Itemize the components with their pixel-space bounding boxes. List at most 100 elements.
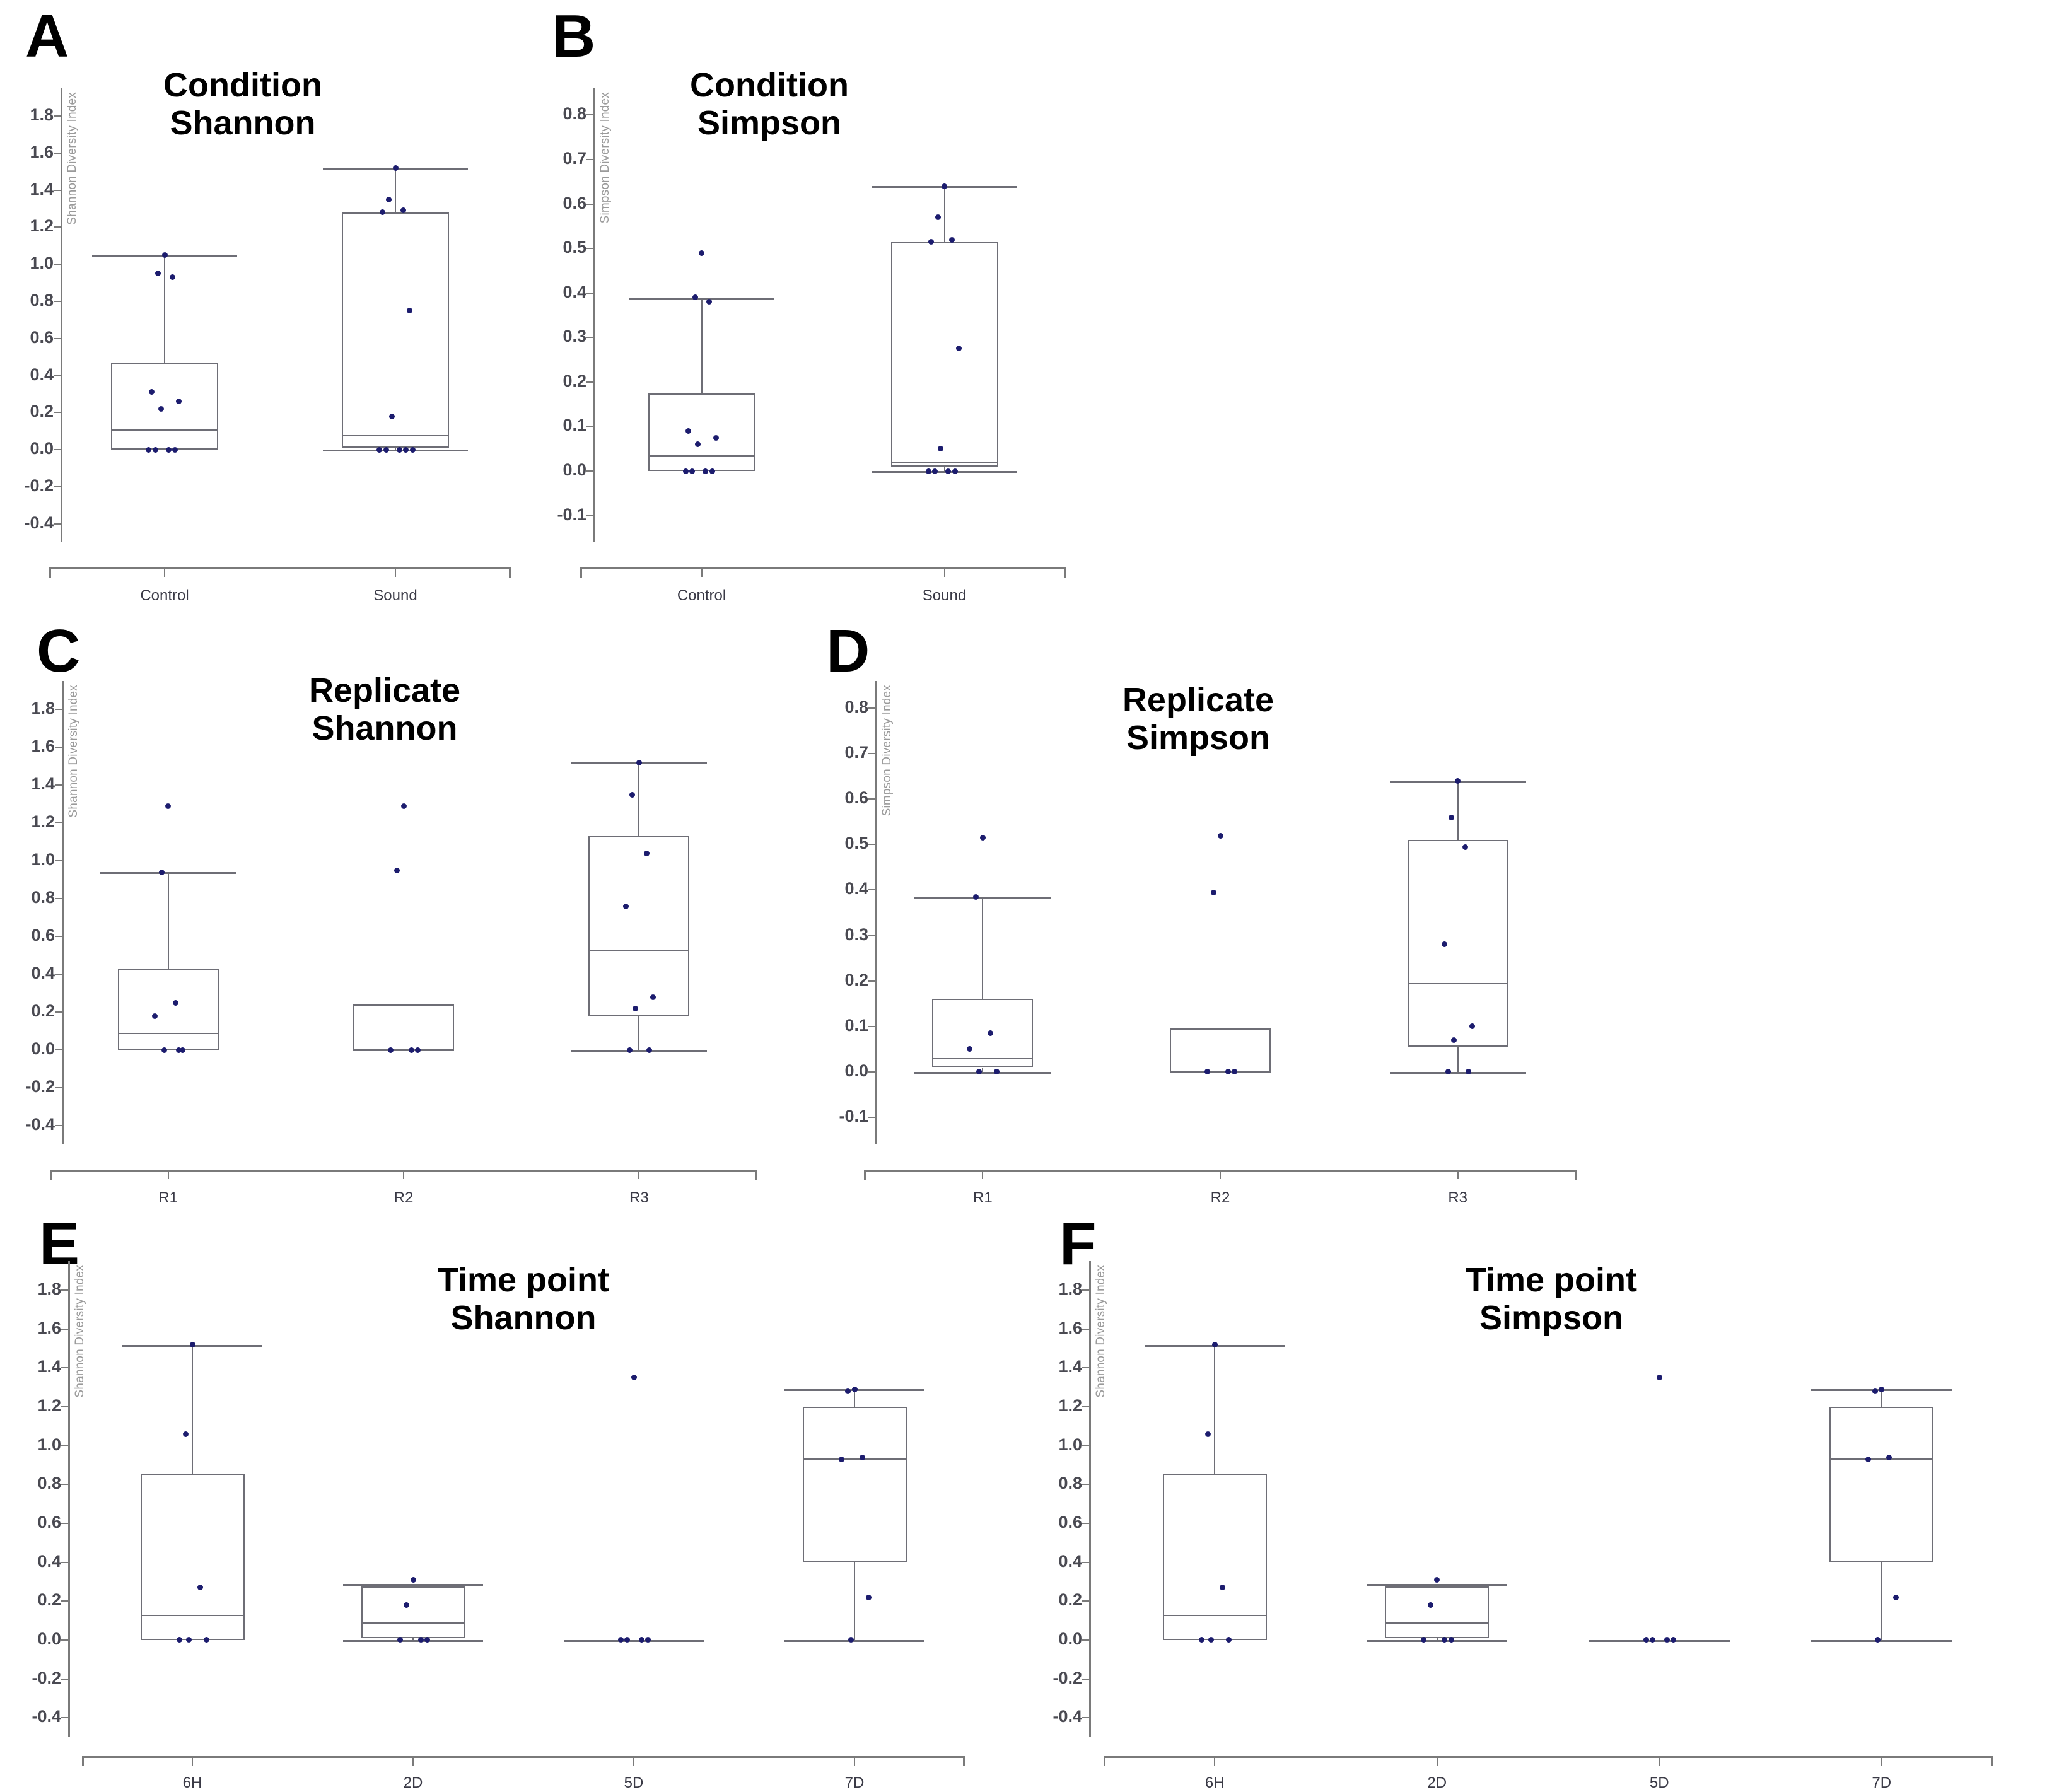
data-point <box>1465 1069 1471 1075</box>
data-point <box>966 1046 972 1052</box>
y-tick-label: 0.5 <box>563 238 586 257</box>
x-axis-category-label: Control <box>677 587 726 604</box>
box-rect <box>361 1586 465 1638</box>
data-point <box>179 1047 185 1053</box>
y-tick-label: 0.6 <box>844 788 868 808</box>
x-axis-category-label: 2D <box>1427 1774 1447 1791</box>
whisker-lower <box>854 1562 855 1640</box>
x-tick <box>943 567 945 577</box>
data-point <box>152 1013 158 1019</box>
box-rect <box>890 241 998 467</box>
y-tick-label: 1.0 <box>37 1434 61 1454</box>
box-rect <box>932 999 1034 1068</box>
x-axis-end-cap <box>509 567 511 578</box>
y-tick-label: 0.2 <box>1058 1590 1082 1610</box>
box-rect <box>1407 840 1508 1047</box>
y-tick-label: 0.1 <box>563 416 586 435</box>
chart-title-b: Condition Simpson <box>690 66 849 143</box>
y-tick-label: -0.4 <box>24 513 54 532</box>
y-tick <box>1082 1484 1090 1486</box>
data-point <box>1886 1454 1892 1460</box>
y-tick-label: 0.8 <box>37 1474 61 1493</box>
y-tick-label: 1.6 <box>30 142 54 161</box>
y-tick <box>61 1561 69 1563</box>
data-point <box>404 1602 409 1608</box>
x-axis-category-label: Sound <box>922 587 967 604</box>
data-point <box>1232 1069 1237 1075</box>
whisker-cap-lower <box>323 450 468 452</box>
x-axis-end-cap <box>963 1756 965 1766</box>
data-point <box>1205 1431 1211 1437</box>
x-axis-category-label: R2 <box>1210 1189 1230 1206</box>
data-point <box>866 1594 872 1600</box>
whisker-cap-lower <box>1389 1071 1526 1074</box>
whisker-upper <box>1214 1344 1216 1474</box>
y-tick-label: 0.6 <box>563 193 586 212</box>
whisker-cap-lower <box>571 1050 708 1052</box>
box-flat-line <box>563 1639 704 1642</box>
panel-letter-c: C <box>37 617 81 685</box>
median-line <box>342 434 449 436</box>
data-point <box>1455 778 1461 784</box>
y-tick <box>61 1678 69 1680</box>
y-tick <box>586 426 595 428</box>
y-tick-label: 0.0 <box>844 1061 868 1080</box>
x-axis-end-cap <box>1575 1170 1577 1180</box>
x-axis-line <box>1104 1756 1993 1758</box>
y-tick-label: 0.1 <box>844 1015 868 1035</box>
y-tick <box>1082 1406 1090 1408</box>
y-tick <box>54 486 62 487</box>
box-rect <box>342 212 449 448</box>
data-point <box>979 835 986 841</box>
y-axis-spine <box>593 88 595 542</box>
data-point <box>1892 1594 1899 1600</box>
y-tick <box>61 1484 69 1486</box>
y-axis-spine <box>62 681 64 1144</box>
data-point <box>650 994 656 1000</box>
y-tick <box>55 784 63 786</box>
y-axis-spine <box>61 88 62 542</box>
data-point <box>169 274 175 281</box>
data-point <box>987 1030 993 1036</box>
data-point <box>703 468 708 474</box>
y-tick <box>54 523 62 525</box>
median-line <box>932 1058 1034 1060</box>
whisker-upper <box>854 1389 855 1407</box>
y-tick-label: 1.4 <box>1058 1357 1082 1376</box>
median-line <box>111 429 218 431</box>
y-tick-label: 1.2 <box>1058 1396 1082 1416</box>
x-tick <box>167 1170 169 1179</box>
data-point <box>617 1637 624 1643</box>
y-tick-label: -0.2 <box>24 475 54 495</box>
data-point <box>692 294 698 301</box>
whisker-cap-upper <box>629 297 774 300</box>
data-point <box>1650 1637 1656 1643</box>
whisker-upper <box>943 186 945 242</box>
x-tick <box>854 1756 855 1766</box>
data-point <box>189 1342 195 1347</box>
y-tick-label: 0.4 <box>1058 1551 1082 1571</box>
y-tick-label: -0.1 <box>839 1106 868 1126</box>
x-tick <box>638 1170 640 1179</box>
data-point <box>155 271 161 277</box>
data-point <box>949 236 955 243</box>
x-axis-end-cap <box>755 1170 757 1180</box>
x-axis-end-cap <box>82 1756 84 1766</box>
x-tick <box>982 1170 984 1179</box>
data-point <box>952 468 958 474</box>
data-point <box>1448 1637 1454 1643</box>
y-tick <box>55 936 63 937</box>
box-rect <box>1385 1586 1490 1638</box>
data-point <box>1656 1375 1662 1381</box>
y-tick <box>586 114 595 116</box>
y-tick-label: 0.8 <box>563 104 586 124</box>
y-tick <box>55 822 63 823</box>
data-point <box>386 196 392 202</box>
x-axis-line <box>82 1756 965 1758</box>
box-rect <box>1829 1407 1934 1562</box>
data-point <box>1865 1456 1872 1462</box>
y-tick <box>868 889 877 891</box>
whisker-lower <box>1436 1638 1438 1640</box>
y-tick-label: 0.6 <box>1058 1513 1082 1532</box>
